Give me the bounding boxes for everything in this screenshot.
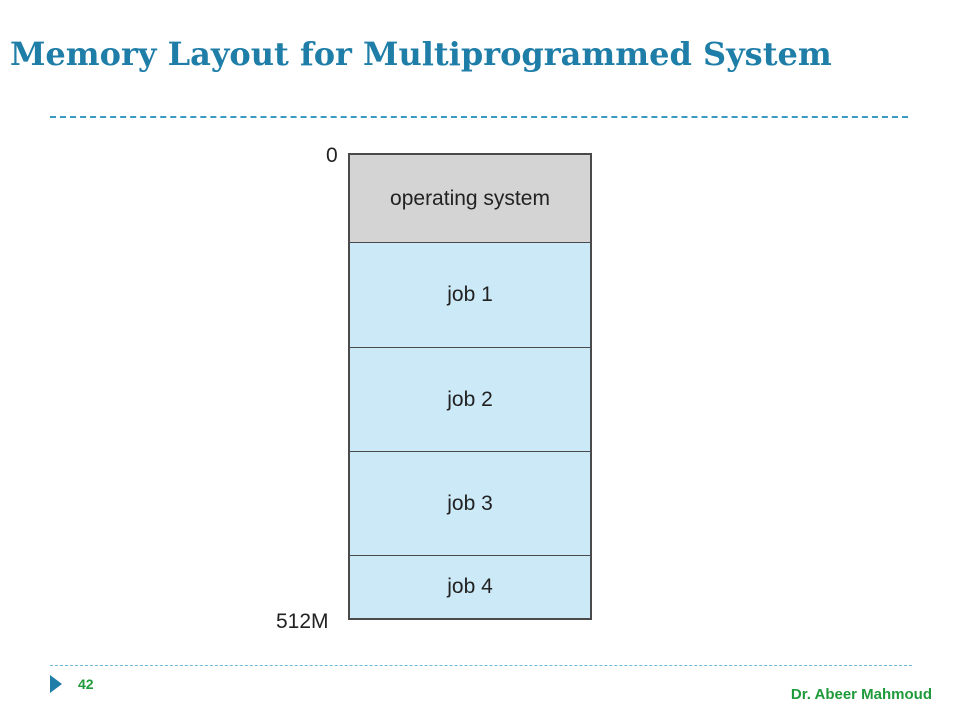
address-label-start: 0	[326, 144, 338, 167]
segment-job-1: job 1	[350, 243, 590, 348]
segment-job-3: job 3	[350, 452, 590, 556]
address-label-end: 512M	[276, 610, 329, 633]
triangle-bullet-icon	[50, 675, 62, 693]
memory-layout-diagram: operating system job 1 job 2 job 3 job 4	[348, 153, 592, 620]
slide-title: Memory Layout for Multiprogrammed System	[10, 35, 832, 73]
title-divider	[50, 116, 908, 118]
segment-job-4: job 4	[350, 556, 590, 618]
segment-operating-system: operating system	[350, 155, 590, 243]
footer-divider	[50, 665, 912, 666]
author-credit: Dr. Abeer Mahmoud	[790, 686, 932, 703]
page-number: 42	[78, 676, 94, 692]
segment-job-2: job 2	[350, 348, 590, 452]
